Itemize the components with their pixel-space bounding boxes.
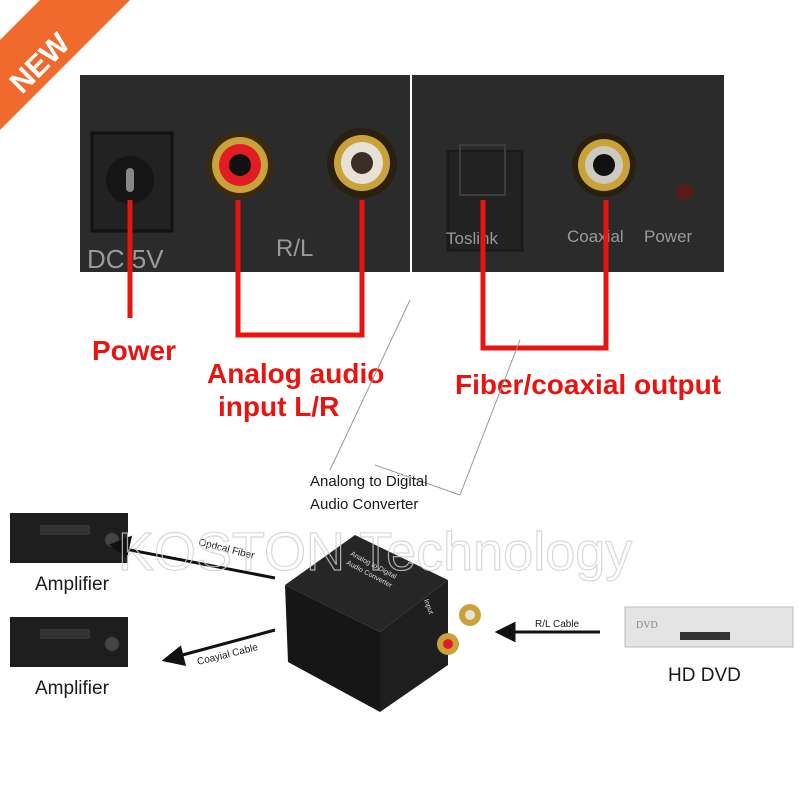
power-callout: Power xyxy=(92,335,176,366)
arrow-left-icon xyxy=(161,645,187,666)
amplifier-top-label: Amplifier xyxy=(35,574,110,595)
rca-red-jack xyxy=(206,131,274,199)
dvd-player-label: HD DVD xyxy=(668,665,741,686)
power-led-label: Power xyxy=(644,227,693,246)
dvd-player: DVD xyxy=(624,606,794,648)
converter-caption-line2: Audio Converter xyxy=(310,496,418,513)
analog-callout-line1: Analog audio xyxy=(207,358,384,389)
power-led xyxy=(676,184,692,200)
arrow-left-icon xyxy=(109,535,133,559)
callout-lines xyxy=(127,200,609,351)
coaxial-cable-label: Coayial Cable xyxy=(196,642,259,668)
input-panel: DC 5V R/L xyxy=(80,75,410,274)
amplifier-bottom xyxy=(10,617,128,667)
toslink-label: Toslink xyxy=(446,229,498,248)
converter-device: Analog to Digital Audio Converter Input xyxy=(285,535,481,712)
rl-label: R/L xyxy=(276,235,313,262)
watermark: KOSTON Technology xyxy=(118,522,632,582)
analog-callout-line2: input L/R xyxy=(218,391,339,422)
coaxial-jack xyxy=(572,133,636,197)
rl-cable-label: R/L Cable xyxy=(535,619,580,630)
rca-white-jack xyxy=(327,128,397,198)
arrow-left-icon xyxy=(494,621,516,643)
output-callout: Fiber/coaxial output xyxy=(455,369,721,400)
converter-caption-line1: Analong to Digital xyxy=(310,473,428,490)
dvd-logo: DVD xyxy=(636,620,658,631)
device-input-label: Input xyxy=(422,598,434,615)
amplifier-top xyxy=(10,513,128,563)
dc-label: DC 5V xyxy=(87,244,164,274)
coaxial-label: Coaxial xyxy=(567,227,624,246)
output-panel: Toslink Coaxial Power xyxy=(412,75,724,272)
amplifier-bottom-label: Amplifier xyxy=(35,678,110,699)
